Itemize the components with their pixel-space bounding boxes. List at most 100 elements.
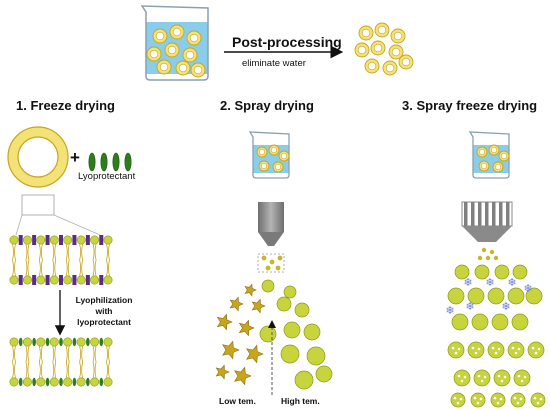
lipid-head bbox=[90, 377, 100, 387]
dried-particle-spherical bbox=[303, 323, 321, 341]
lipid-bilayer-after bbox=[9, 337, 113, 387]
frozen-particle bbox=[494, 264, 510, 280]
nozzle-stripe bbox=[485, 202, 489, 226]
lipid-head bbox=[63, 275, 73, 285]
snowflake-icon: ❄ bbox=[465, 300, 474, 313]
dried-particle-spherical bbox=[261, 279, 275, 293]
method-label-freeze-drying: 1. Freeze drying bbox=[16, 98, 115, 113]
dried-particle-shrivelled bbox=[244, 283, 257, 297]
lyophilization-step-line2: with bbox=[95, 306, 113, 316]
post-processing-subtitle: eliminate water bbox=[242, 58, 306, 69]
spray-nozzle-body bbox=[258, 202, 284, 232]
frozen-particle bbox=[527, 341, 545, 359]
dried-particle-shrivelled bbox=[234, 366, 252, 386]
lyoprotectant-label: Lyoprotectant bbox=[78, 171, 136, 182]
frozen-particle bbox=[512, 264, 528, 280]
frozen-particle bbox=[510, 392, 526, 408]
frozen-particle bbox=[511, 313, 529, 331]
high-temperature-label: High tem. bbox=[281, 396, 320, 406]
dried-liposome-cluster bbox=[354, 22, 414, 76]
liposome-large-core bbox=[17, 136, 59, 178]
droplet bbox=[477, 255, 483, 261]
top-beaker-glass bbox=[140, 5, 209, 81]
nozzle-stripe bbox=[464, 202, 468, 226]
lipid-head bbox=[76, 235, 86, 245]
lyoprotectant-molecules bbox=[88, 152, 132, 172]
zoom-line-left bbox=[15, 214, 23, 236]
frozen-particle bbox=[470, 392, 486, 408]
droplet bbox=[485, 255, 491, 261]
lipid-head bbox=[76, 337, 86, 347]
nozzle-stripe bbox=[506, 202, 510, 226]
dried-particle-spherical bbox=[294, 370, 314, 390]
frozen-particle bbox=[473, 369, 491, 387]
nozzle-stripe bbox=[471, 202, 475, 226]
frozen-particle bbox=[453, 369, 471, 387]
spray-droplets bbox=[215, 255, 333, 390]
spray-drying-beaker bbox=[248, 131, 290, 179]
lipid-head bbox=[103, 377, 113, 387]
lyoprotectant-molecule bbox=[124, 152, 132, 172]
freeze-drying-section bbox=[7, 126, 132, 387]
lipid-head bbox=[49, 377, 59, 387]
lipid-head bbox=[76, 377, 86, 387]
dried-particle-spherical bbox=[294, 302, 310, 318]
lyoprotectant-molecule bbox=[88, 152, 96, 172]
snowflake-icon: ❄ bbox=[501, 300, 510, 313]
dried-particle-shrivelled bbox=[216, 313, 233, 331]
nozzle-stripe bbox=[499, 202, 503, 226]
snowflake-icon: ❄ bbox=[507, 276, 516, 289]
dried-particle-spherical bbox=[283, 321, 301, 339]
lipid-head bbox=[9, 337, 19, 347]
dried-particle-shrivelled bbox=[229, 296, 244, 312]
plus-sign: + bbox=[70, 148, 80, 167]
dried-particle-shrivelled bbox=[251, 298, 266, 314]
frozen-particle bbox=[471, 313, 489, 331]
ultrasonic-nozzle bbox=[461, 201, 513, 242]
lipid-head bbox=[22, 235, 32, 245]
lipid-head bbox=[36, 337, 46, 347]
frozen-particle bbox=[447, 287, 465, 305]
method-label-spray-drying: 2. Spray drying bbox=[220, 98, 314, 113]
lyophilization-step-line1: Lyophilization bbox=[75, 295, 133, 305]
lyophilization-step-line3: lyoprotectant bbox=[77, 317, 131, 327]
snowflake-icon: ❄ bbox=[523, 282, 532, 295]
frozen-particle bbox=[507, 341, 525, 359]
frozen-particle bbox=[487, 287, 505, 305]
dried-particle-shrivelled bbox=[215, 364, 230, 380]
frozen-particle bbox=[467, 341, 485, 359]
lyoprotectant-molecule bbox=[112, 152, 120, 172]
frozen-particle bbox=[474, 264, 490, 280]
lipid-head bbox=[9, 235, 19, 245]
lipid-head bbox=[49, 275, 59, 285]
method-label-spray-freeze-drying: 3. Spray freeze drying bbox=[402, 98, 538, 113]
nozzle-stripe bbox=[492, 202, 496, 226]
lipid-head bbox=[49, 235, 59, 245]
top-beaker-liposomes bbox=[146, 24, 206, 78]
spray-drying-section bbox=[215, 131, 333, 395]
snowflake-icon: ❄ bbox=[445, 304, 454, 317]
frozen-particle bbox=[530, 392, 546, 408]
dried-particle-spherical bbox=[280, 344, 300, 364]
snowflake-icon: ❄ bbox=[463, 276, 472, 289]
dried-particle-spherical bbox=[315, 365, 333, 383]
lipid-head bbox=[63, 337, 73, 347]
dried-particle-spherical bbox=[259, 325, 277, 343]
frozen-particle bbox=[447, 341, 465, 359]
nozzle-tip bbox=[462, 226, 512, 242]
droplet bbox=[481, 247, 487, 253]
lipid-head bbox=[103, 337, 113, 347]
lipid-head bbox=[36, 275, 46, 285]
frozen-particle bbox=[525, 287, 543, 305]
lipid-head bbox=[63, 235, 73, 245]
frozen-particle bbox=[493, 369, 511, 387]
lipid-head bbox=[90, 337, 100, 347]
frozen-particle bbox=[491, 313, 509, 331]
frozen-droplets: ❄❄❄❄❄❄❄ bbox=[445, 247, 546, 408]
droplet bbox=[265, 265, 271, 271]
dried-particle-spherical bbox=[306, 346, 326, 366]
frozen-particle bbox=[454, 264, 470, 280]
droplet bbox=[261, 255, 267, 261]
